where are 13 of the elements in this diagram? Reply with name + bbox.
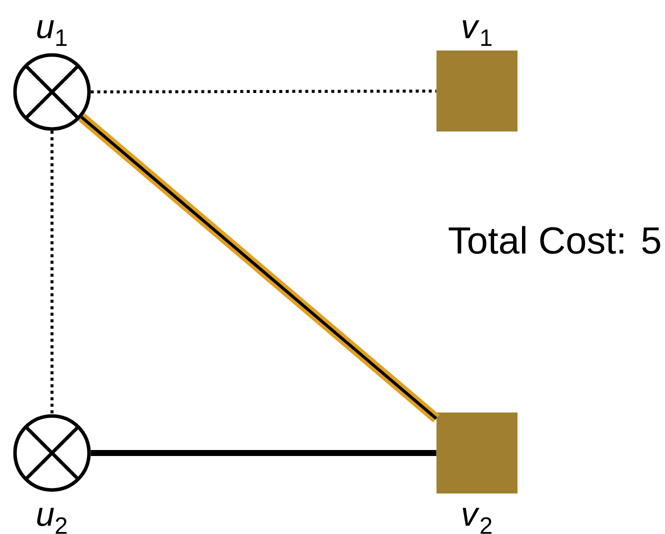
connector-line xyxy=(90,90,436,94)
connector-line xyxy=(90,450,436,456)
node-label: v$_{1}$ xyxy=(462,20,492,46)
connector-line xyxy=(78,113,440,422)
connector-line xyxy=(50,130,54,414)
node-label: u$_{2}$ xyxy=(37,508,67,534)
square xyxy=(436,412,518,494)
crossed-circle xyxy=(13,414,91,492)
cost-label: Total Cost: 5 xyxy=(448,226,660,254)
node-label: u$_{1}$ xyxy=(37,20,67,46)
crossed-circle xyxy=(13,53,91,131)
node-label: v$_{2}$ xyxy=(462,508,492,534)
square xyxy=(436,50,518,132)
